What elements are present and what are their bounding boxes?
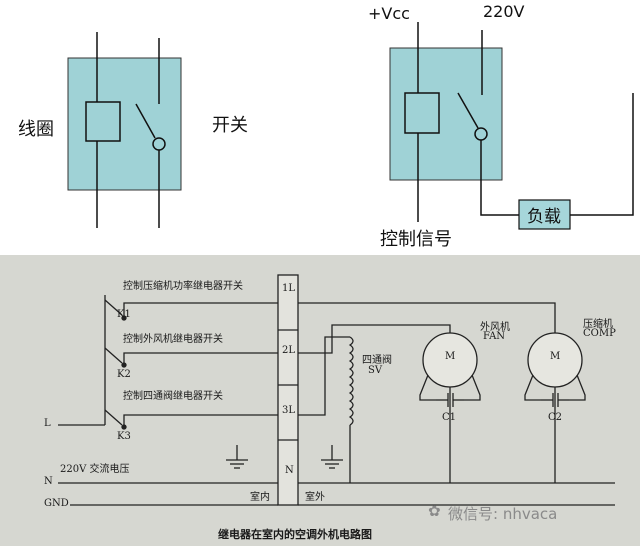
- comp-code: COMP: [583, 328, 616, 339]
- coil-label: 线圈: [18, 119, 54, 140]
- k3-description: 控制四通阀继电器开关: [123, 391, 223, 402]
- fan-name: 外风机: [480, 322, 510, 333]
- indoor-label: 室内: [250, 492, 270, 503]
- fan-code: FAN: [483, 331, 506, 342]
- control-signal-label: 控制信号: [380, 229, 452, 250]
- comp-motor-label: M: [550, 351, 561, 362]
- k2-blade: [104, 347, 123, 364]
- relay2-load-wire: [480, 140, 519, 216]
- relay2-switch-contact: [474, 127, 488, 141]
- outdoor-unit-circuit-panel: 控制压缩机功率继电器开关 K1 控制外风机继电器开关 K2 控制四通阀继电器开关…: [0, 255, 640, 546]
- outdoor-label: 室外: [305, 492, 325, 503]
- k1-blade: [104, 299, 123, 316]
- load-label: 负载: [527, 207, 561, 227]
- load-return-wire: [570, 93, 634, 216]
- valve-coil: [348, 336, 354, 426]
- k2-description: 控制外风机继电器开关: [123, 334, 223, 345]
- outdoor-unit-circuit-drawing: [58, 274, 615, 506]
- k3-blade: [104, 409, 123, 426]
- k2-wire: [123, 352, 278, 365]
- relay1-switch-blade: [135, 103, 156, 139]
- comp-cap-wire-right: [569, 374, 586, 401]
- fan-feed-wire: [298, 324, 451, 354]
- terminal-1l: 1L: [282, 283, 296, 294]
- terminal-2l: 2L: [282, 345, 296, 356]
- switch-label: 开关: [212, 115, 248, 136]
- valve-name: 四通阀: [362, 355, 392, 366]
- k1-wire: [123, 302, 278, 318]
- relay1-switch-contact: [152, 137, 166, 151]
- voltage-label: 220V: [483, 2, 525, 21]
- relay1-coil: [85, 101, 121, 142]
- k3-wire: [123, 414, 278, 427]
- k3-label: K3: [117, 431, 131, 442]
- relay-symbols-drawing: [67, 22, 634, 230]
- comp-name: 压缩机: [583, 319, 613, 330]
- vcc-label: +Vcc: [368, 4, 410, 23]
- gnd-supply-label: GND: [44, 498, 69, 509]
- k1-label: K1: [117, 309, 131, 320]
- comp-capacitor-label: C2: [548, 412, 563, 423]
- l-supply-label: L: [44, 418, 51, 429]
- valve-feed-wire: [298, 336, 350, 416]
- ac-voltage-label: 220V 交流电压: [60, 464, 130, 475]
- relay2-coil: [404, 92, 440, 134]
- terminal-3l: 3L: [282, 405, 296, 416]
- n-supply-label: N: [44, 476, 53, 487]
- fan-capacitor-label: C1: [442, 412, 457, 423]
- fan-motor-label: M: [445, 351, 456, 362]
- k2-label: K2: [117, 369, 131, 380]
- k1-description: 控制压缩机功率继电器开关: [123, 281, 243, 292]
- wechat-icon: ✿: [428, 502, 441, 520]
- comp-feed-wire: [298, 302, 556, 337]
- relay-symbol-panel: 线圈 开关 +Vcc 220V 负载 控制信号: [0, 0, 640, 255]
- fan-cap-wire-left: [419, 374, 436, 401]
- comp-cap-wire-left: [524, 374, 541, 401]
- terminal-n: N: [285, 465, 294, 476]
- diagram-caption: 继电器在室内的空调外机电路图: [218, 528, 372, 541]
- relay1-body: [67, 57, 182, 191]
- terminal-strip: [277, 274, 299, 506]
- relay2-switch-blade: [457, 92, 479, 129]
- valve-code: SV: [368, 365, 383, 376]
- watermark: 微信号: nhvaca: [448, 505, 558, 523]
- fan-cap-wire-right: [464, 374, 481, 401]
